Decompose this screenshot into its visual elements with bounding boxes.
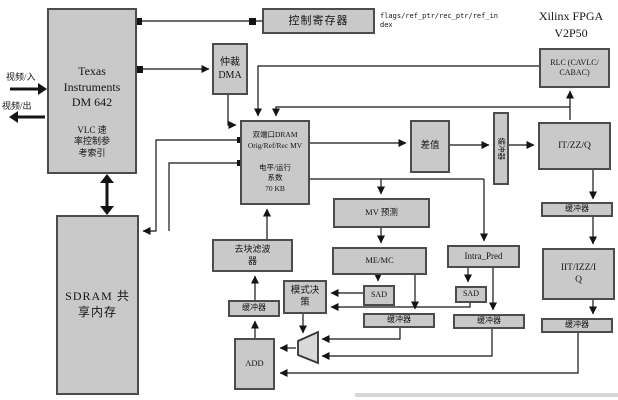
buffer-bottom-mid-box: 缓冲器 [453,314,525,329]
video-out-label: 视频/出 [2,101,32,111]
fpga-title-label: Xilinx FPGA V2P50 [538,9,604,41]
difference-box: 差值 [410,120,450,173]
sdram-box: SDRAM 共 享内存 [56,215,139,395]
vertical-buffer-box: 缓冲器 [493,112,509,185]
video-in-arrow [10,87,38,91]
iit-izz-iq-box: IIT/IZZ/I Q [542,248,615,300]
mode-decision-box: 模式决 策 [283,280,327,314]
signal-lines [135,20,597,377]
buffer-bottom-left-box: 缓冲器 [363,313,435,328]
memory-double-arrow [105,181,109,208]
video-in-label: 视频/入 [6,72,36,82]
control-register-box: 控制寄存器 [262,8,375,34]
mux-shape [297,330,319,365]
arbiter-dma-box: 仲裁 DMA [212,43,248,95]
thick-arrows [9,83,114,215]
vertical-buffer-label: 缓冲器 [496,137,506,160]
flags-note-label: flags/ref_ptr/rec_ptr/ref_in dex [380,12,499,30]
mv-prediction-box: MV 预测 [333,198,430,228]
it-zz-q-box: IT/ZZ/Q [538,122,611,170]
me-mc-box: ME/MC [332,247,427,275]
buffer-right-bottom-box: 缓冲器 [541,318,613,333]
sad-left-box: SAD [363,285,395,306]
intra-pred-box: Intra_Pred [447,245,520,268]
add-box: ADD [234,338,275,390]
dm642-label: Texas Instruments DM 642 [63,64,121,110]
sad-right-box: SAD [455,286,487,303]
video-out-arrow [18,115,45,119]
buffer-loop-box: 缓冲器 [228,300,280,317]
rlc-box: RLC (CAVLC/ CABAC) [539,48,610,88]
dm642-box: Texas Instruments DM 642 VLC 速 率控制参 考索引 [47,8,137,174]
dual-port-dram-box: 双端口DRAM Orig/Ref/Rec MV 电平/运行 系数 70 KB [240,120,310,205]
buffer-right-top-box: 缓冲器 [541,202,613,217]
bottom-edge-line [355,393,618,397]
deblocking-filter-box: 去块滤波 器 [212,239,293,272]
dm642-vlc-label: VLC 速 率控制参 考索引 [73,124,110,159]
